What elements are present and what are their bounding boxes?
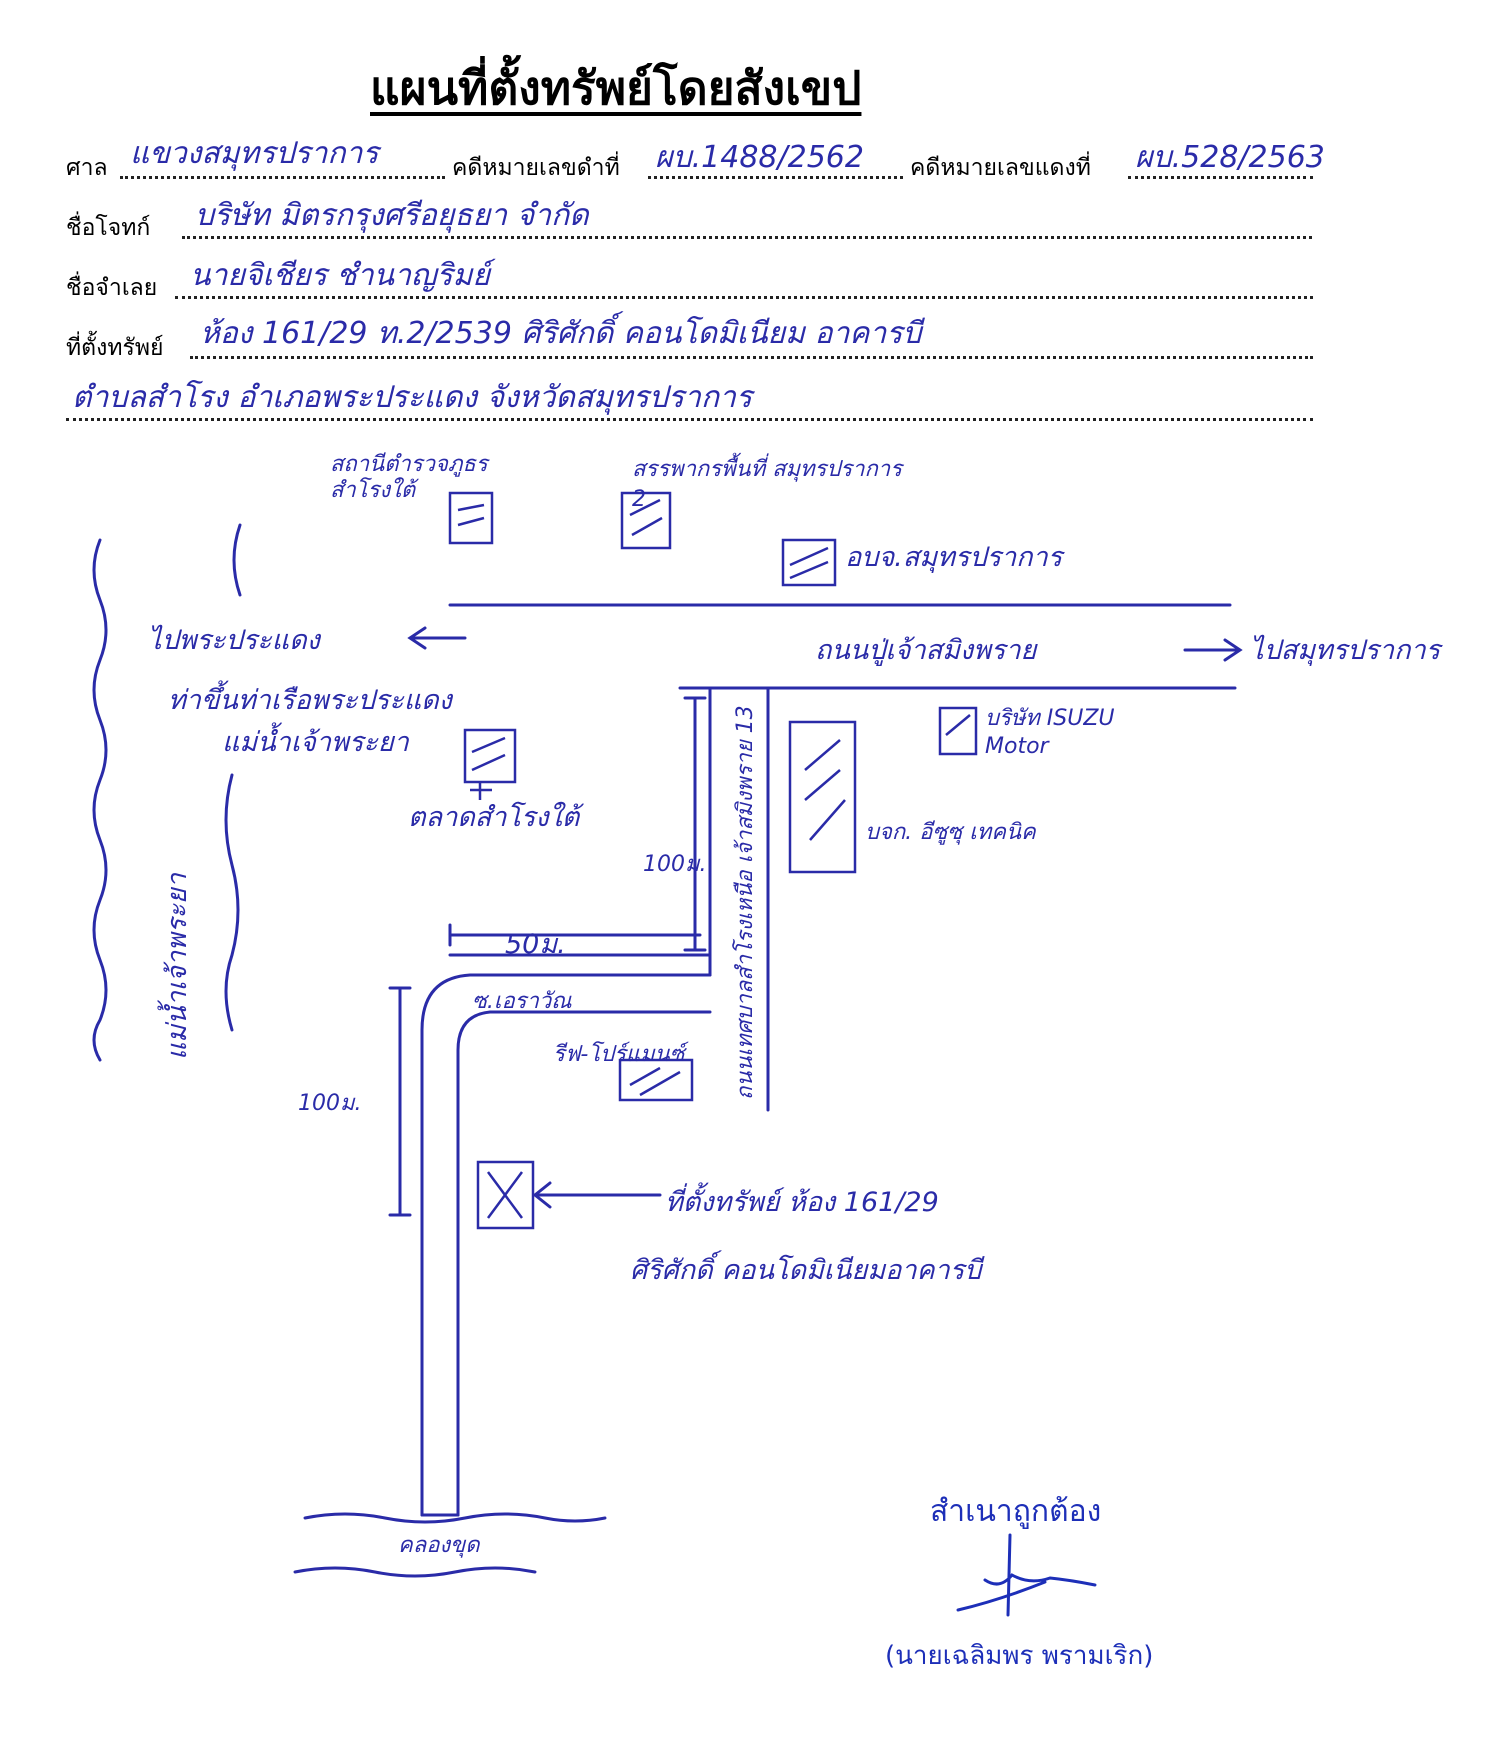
- revenue-office-building: [620, 491, 672, 550]
- red-case-dots: [1128, 176, 1313, 179]
- black-case-label: คดีหมายเลขดำที่: [452, 155, 620, 181]
- market-building: [463, 728, 517, 784]
- obj-building: [781, 538, 837, 587]
- to-phrapradaeng-label: ไปพระประแดง: [148, 625, 320, 656]
- location-value-line2: ตำบลสำโรง อำเภอพระประแดง จังหวัดสมุทรปรา…: [72, 380, 752, 415]
- distance-100-left-marker: [388, 986, 412, 1217]
- arrow-right-icon: [1183, 638, 1243, 662]
- distance-100-left-label: 100ม.: [298, 1091, 362, 1116]
- property-building: [476, 1160, 535, 1230]
- red-case-value: ผบ.528/2563: [1135, 140, 1325, 175]
- soi-label: ซ.เอราวัณ: [472, 989, 572, 1014]
- river-line-right: [224, 773, 240, 1032]
- distance-50-marker: [448, 923, 702, 947]
- certified-copy-label: สำเนาถูกต้อง: [930, 1494, 1102, 1529]
- signature-mark: [956, 1533, 1097, 1617]
- plaintiff-dots: [182, 236, 1312, 239]
- court-value: แขวงสมุทรปราการ: [130, 136, 379, 171]
- obj-label: อบจ.สมุทรปราการ: [845, 542, 1063, 573]
- court-dots: [120, 176, 445, 179]
- defendant-label: ชื่อจำเลย: [66, 275, 158, 301]
- canal-wave-2: [293, 1566, 537, 1578]
- defendant-value: นายจิเชียร ชำนาญริมย์: [190, 258, 490, 293]
- location-label: ที่ตั้งทรัพย์: [66, 335, 164, 361]
- black-case-dots: [648, 176, 903, 179]
- location-dots-2: [66, 418, 1313, 421]
- signer-name: (นายเฉลิมพร พรามเริก): [885, 1641, 1154, 1671]
- soi-outer-edge: [420, 973, 712, 1517]
- arrow-left-icon: [407, 626, 467, 650]
- property-label-line1: ที่ตั้งทรัพย์ ห้อง 161/29: [665, 1187, 939, 1218]
- isuzu-building: [938, 706, 978, 756]
- police-station-building: [448, 491, 494, 545]
- location-dots: [190, 356, 1313, 359]
- property-x-icon: [486, 1171, 524, 1219]
- shop-building: [618, 1058, 694, 1102]
- company-label: บจก. อีซูซุ เทคนิค: [865, 820, 1036, 845]
- river-small-label: แม่น้ำเจ้าพระยา: [222, 727, 409, 758]
- main-road-label: ถนนปู่เจ้าสมิงพราย: [815, 635, 1037, 666]
- river-line-left: [92, 538, 108, 1062]
- property-label-line2: ศิริศักดิ์ คอนโดมิเนียมอาคารบี: [630, 1255, 982, 1286]
- court-label: ศาล: [66, 155, 108, 181]
- shop-label: รีฟ-โปร์แมนซ์: [553, 1042, 685, 1067]
- arrow-property-icon: [532, 1181, 662, 1209]
- plaintiff-value: บริษัท มิตรกรุงศรีอยุธยา จำกัด: [195, 198, 589, 233]
- plaintiff-label: ชื่อโจทก์: [66, 215, 151, 241]
- river-big-label: แม่น้ำเจ้าพระยา: [162, 873, 193, 1060]
- soi-inner-edge: [456, 1010, 712, 1517]
- red-case-label: คดีหมายเลขแดงที่: [910, 155, 1091, 181]
- page-title: แผนที่ตั้งทรัพย์โดยสังเขป: [370, 61, 862, 115]
- canal-wave-1: [303, 1512, 607, 1524]
- distance-100-top-marker: [683, 696, 707, 952]
- defendant-dots: [175, 296, 1313, 299]
- distance-100-top-label: 100ม.: [643, 852, 707, 877]
- location-value-line1: ห้อง 161/29 ท.2/2539 ศิริศักดิ์ คอนโดมิเ…: [200, 316, 922, 351]
- side-road-label: ถนนเทศบาลสำโรงเหนือ เจ้าสมิงพราย 13: [733, 705, 758, 1100]
- pier-label: ท่าขึ้นท่าเรือพระประแดง: [168, 685, 452, 716]
- market-cross-icon: [470, 782, 492, 800]
- canal-label: คลองขุด: [398, 1533, 480, 1558]
- revenue-office-label: สรรพากรพื้นที่ สมุทรปราการ 2: [632, 457, 902, 512]
- black-case-value: ผบ.1488/2562: [655, 140, 864, 175]
- isuzu-label: บริษัท ISUZU Motor: [985, 706, 1115, 759]
- police-station-label: สถานีตำรวจภูธร สำโรงใต้: [330, 452, 488, 503]
- market-label: ตลาดสำโรงใต้: [408, 802, 580, 833]
- to-samut-label: ไปสมุทรปราการ: [1250, 635, 1441, 666]
- river-line-top: [232, 523, 242, 597]
- company-building: [788, 720, 857, 874]
- distance-50-label: 50ม.: [505, 929, 566, 960]
